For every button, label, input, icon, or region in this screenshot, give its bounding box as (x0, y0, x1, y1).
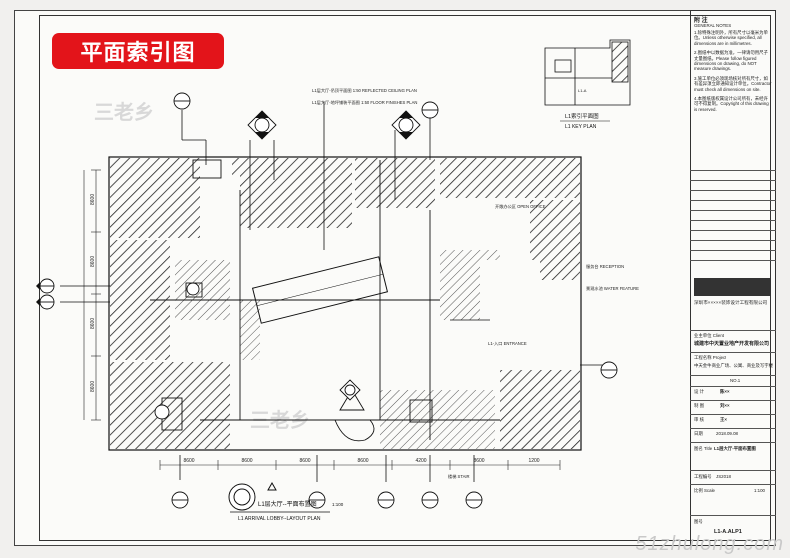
notes-subheading: GENERAL NOTES (694, 23, 732, 28)
dim-label: 8600 (90, 194, 96, 205)
dim-label: 8600 (90, 318, 96, 329)
note-item: 4.本图纸版权属设计公司所有，未经许可不得复制。Copyright of thi… (694, 96, 769, 112)
dim-label: 8600 (90, 256, 96, 267)
scale-label: 比例 Scale (694, 488, 715, 493)
plan-title-en: L1 ARRIVAL LOBBY--LAYOUT PLAN (238, 516, 321, 522)
scale-value: 1:100 (754, 488, 765, 493)
dim-label: 1200 (528, 458, 539, 464)
drawing-name: L1层大厅-平面布置图 (714, 446, 756, 451)
dim-label: 8600 (357, 458, 368, 464)
notes-list: 1.除特殊注明外，所有尺寸以毫米为单位。Unless otherwise spe… (694, 30, 772, 112)
company-logo (694, 278, 770, 296)
page-badge: 平面索引图 (52, 33, 224, 69)
callout-text: L1层大厅-地坪铺装平面图 1:50 FLOOR FINISHES PLAN (312, 99, 417, 106)
key-plan-room-tag: L1-A (578, 88, 587, 93)
job-no-label: 工程编号 (694, 474, 712, 479)
dim-label: 8600 (241, 458, 252, 464)
notes-heading: 附 注 (694, 18, 708, 24)
reception-counter (251, 256, 389, 324)
field-value: 陈×× (720, 389, 730, 394)
drawing-border (39, 15, 771, 541)
field-label: NO.1 (730, 378, 741, 383)
site-watermark: 51zhulong.com (635, 533, 784, 555)
dim-label: 8600 (183, 458, 194, 464)
dim-label: 4200 (415, 458, 426, 464)
note-item: 1.除特殊注明外，所有尺寸以毫米为单位。Unless otherwise spe… (694, 30, 768, 46)
field-label: 审 核 (694, 417, 705, 422)
dimension-left (83, 169, 101, 421)
note-item: 3.施工单位必须现场核对所有尺寸，如有差异须立即通知设计单位。Contracto… (694, 75, 772, 92)
key-plan-title-en: L1 KEY PLAN (565, 124, 597, 130)
callout-text: L1-入口 ENTRANCE (488, 341, 527, 346)
callout-text: 开敞办公区 OPEN OFFICE (495, 203, 546, 210)
callout-text: 服务台 RECEPTION (586, 263, 624, 270)
dim-label: 8600 (299, 458, 310, 464)
project-name: 中天金牛商业广场、公寓、商业及写字楼 (694, 363, 774, 368)
client-label: 业主单位 Client (694, 333, 725, 338)
callout-text: 楼梯 STAIR (448, 473, 470, 480)
key-plan-title-cn: L1索引平面图 (565, 112, 599, 120)
watermark: 三老乡 (250, 410, 310, 432)
callout-text: L1层大厅-吊顶平面图 1:50 REFLECTED CEILING PLAN (312, 87, 417, 94)
section-marker (39, 92, 618, 509)
plan-title-scale: 1:100 (332, 502, 344, 507)
dim-label: 8600 (473, 458, 484, 464)
callout-text: 景观水池 WATER FEATURE (586, 285, 639, 292)
dim-label: 8600 (90, 381, 96, 392)
project-label: 工程名称 Project (694, 355, 727, 360)
watermark: 三老乡 (94, 102, 154, 124)
field-value: 刘×× (720, 403, 730, 408)
drawing-no-label: 图号 (694, 519, 703, 524)
field-label: 制 图 (694, 403, 705, 408)
company-name: 深圳市×××××装饰设计工程有限公司 (694, 300, 768, 305)
job-no: JS2018 (716, 474, 731, 479)
drawing-no: L1-A.ALP1 (714, 529, 742, 535)
title-block: 附 注 GENERAL NOTES 1.除特殊注明外，所有尺寸以毫米为单位。Un… (690, 10, 776, 546)
drawing-name-label: 图名 Title (694, 446, 713, 451)
field-value: 王× (720, 417, 727, 422)
field-value: 2018.09.08 (716, 431, 738, 436)
plan-title-symbol (228, 481, 277, 511)
key-plan (544, 39, 631, 106)
field-label: 日期 (694, 431, 703, 436)
building-outline (108, 156, 582, 451)
client-name: 城建市中天置业地产开发有限公司 (694, 341, 770, 347)
dimension-bottom (159, 460, 561, 470)
plan-title-cn: L1层大厅--平面布置图 (258, 500, 317, 508)
note-item: 2.图纸中以数据为准，一律请勿用尺子丈量图纸。Please follow fig… (694, 50, 768, 72)
field-label: 设 计 (694, 389, 705, 394)
